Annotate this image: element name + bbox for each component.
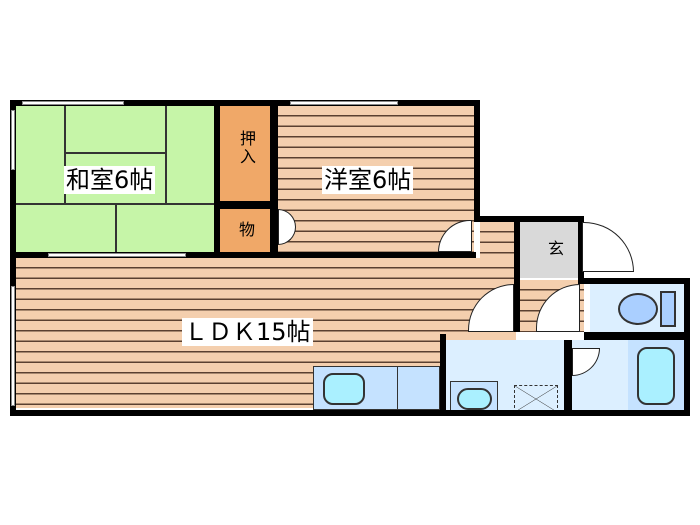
wall xyxy=(214,100,220,258)
room-genkan xyxy=(520,222,578,278)
kitchen-sink-icon xyxy=(323,373,365,405)
entrance-door[interactable] xyxy=(582,222,634,272)
window xyxy=(290,101,398,105)
washing-machine-space-icon xyxy=(514,385,558,413)
label-oshiire: 押入 xyxy=(239,129,256,166)
washbasin-icon xyxy=(457,388,492,410)
label-yoshitsu: 洋室6帖 xyxy=(322,166,414,194)
room-mono xyxy=(220,209,270,252)
toilet-icon xyxy=(618,293,658,325)
window xyxy=(48,253,186,257)
bathtub-icon xyxy=(637,347,675,405)
wall xyxy=(10,100,16,416)
wall xyxy=(474,216,582,222)
label-washitsu: 和室6帖 xyxy=(64,166,156,194)
tatami-line xyxy=(64,106,66,204)
toilet-tank-icon xyxy=(660,291,676,327)
tatami-line xyxy=(64,152,166,154)
window xyxy=(11,110,15,170)
label-genkan: 玄 xyxy=(548,239,565,258)
wall xyxy=(564,340,572,414)
wall xyxy=(214,201,274,209)
wall xyxy=(580,278,690,284)
window xyxy=(22,101,124,105)
wall xyxy=(270,100,278,258)
wall xyxy=(684,278,690,416)
tatami-line xyxy=(165,106,167,204)
wall xyxy=(10,100,480,106)
label-mono: 物 xyxy=(239,220,256,239)
wall xyxy=(584,332,690,340)
wall xyxy=(440,334,446,416)
wall xyxy=(16,252,476,258)
label-ldk: ＬＤＫ15帖 xyxy=(182,318,313,346)
room-ldk-corridor xyxy=(480,222,516,262)
wall xyxy=(10,410,690,416)
wall xyxy=(514,216,520,332)
counter-divider xyxy=(397,366,398,410)
window xyxy=(11,286,15,406)
room-oshiire xyxy=(220,106,270,201)
tatami-line xyxy=(115,203,117,252)
wall xyxy=(578,216,584,284)
wall xyxy=(474,100,480,222)
